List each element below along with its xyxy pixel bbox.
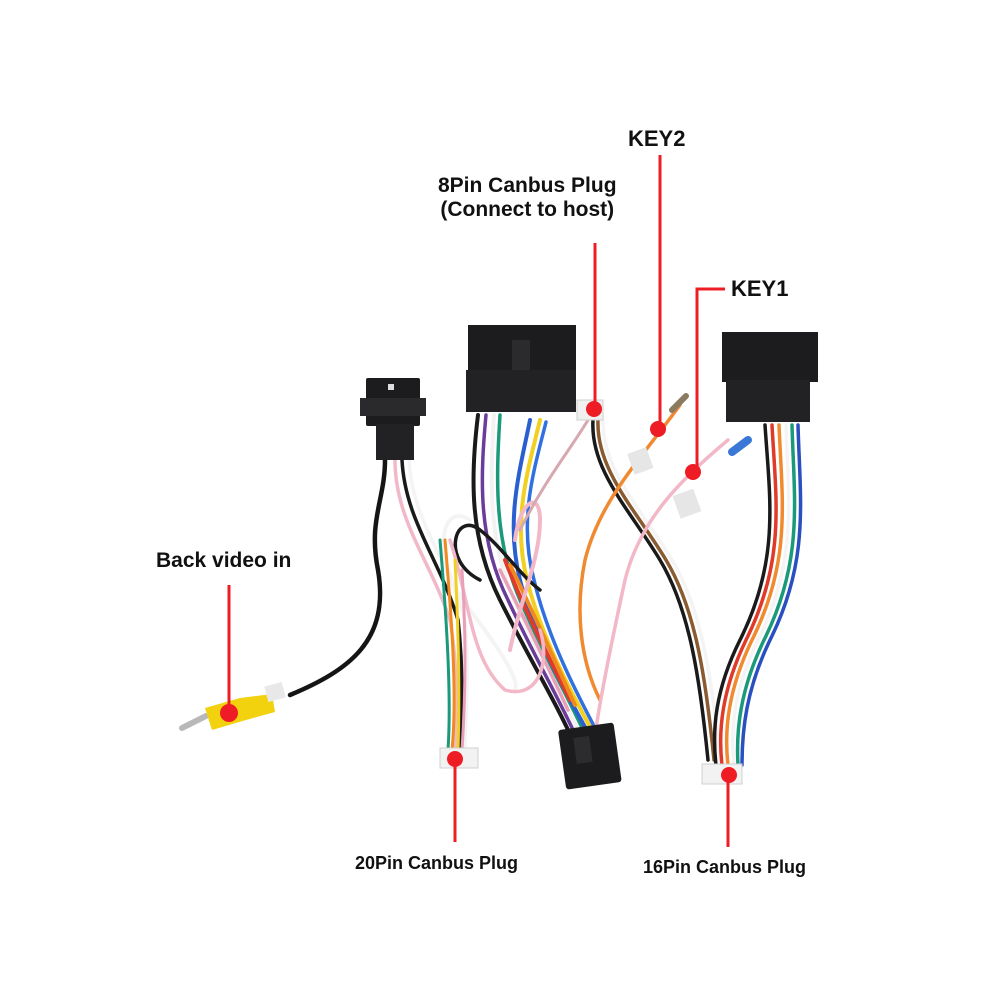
callout-lines [227,155,730,847]
callout-dot-key1 [685,464,701,480]
right-vehicle-connector [722,332,818,422]
label-key1: KEY1 [731,276,789,301]
callout-dot-16pin [721,767,737,783]
label-8pin-line2: (Connect to host) [440,198,615,222]
label-back-video-in: Back video in [156,549,292,572]
back-video-rca-plug [179,681,286,731]
callout-dot-back-video [220,704,238,722]
label-16pin-canbus-plug: 16Pin Canbus Plug [643,857,807,877]
callout-line-key1 [695,287,725,470]
label-key2: KEY2 [628,126,686,151]
callout-dots [220,401,737,783]
callout-dot-20pin [447,751,463,767]
wire-8pin [518,418,722,762]
16pin-host-connector [558,722,622,790]
wire-bundle-main [441,413,606,747]
key2-wire-tip [627,393,689,475]
wire-back-video [287,457,388,698]
callout-dot-key2 [650,421,666,437]
wire-bundle-20pin [393,458,469,752]
key1-wire-tip [672,436,752,519]
label-20pin-canbus-plug: 20Pin Canbus Plug [355,853,519,873]
callout-dot-8pin [586,401,602,417]
label-8pin-canbus-plug: 8Pin Canbus Plug (Connect to host) [438,174,617,222]
label-8pin-line1: 8Pin Canbus Plug [438,174,617,197]
main-vehicle-connector [466,325,576,412]
wire-bundle-16pin [712,423,803,767]
small-square-connector [360,378,426,460]
